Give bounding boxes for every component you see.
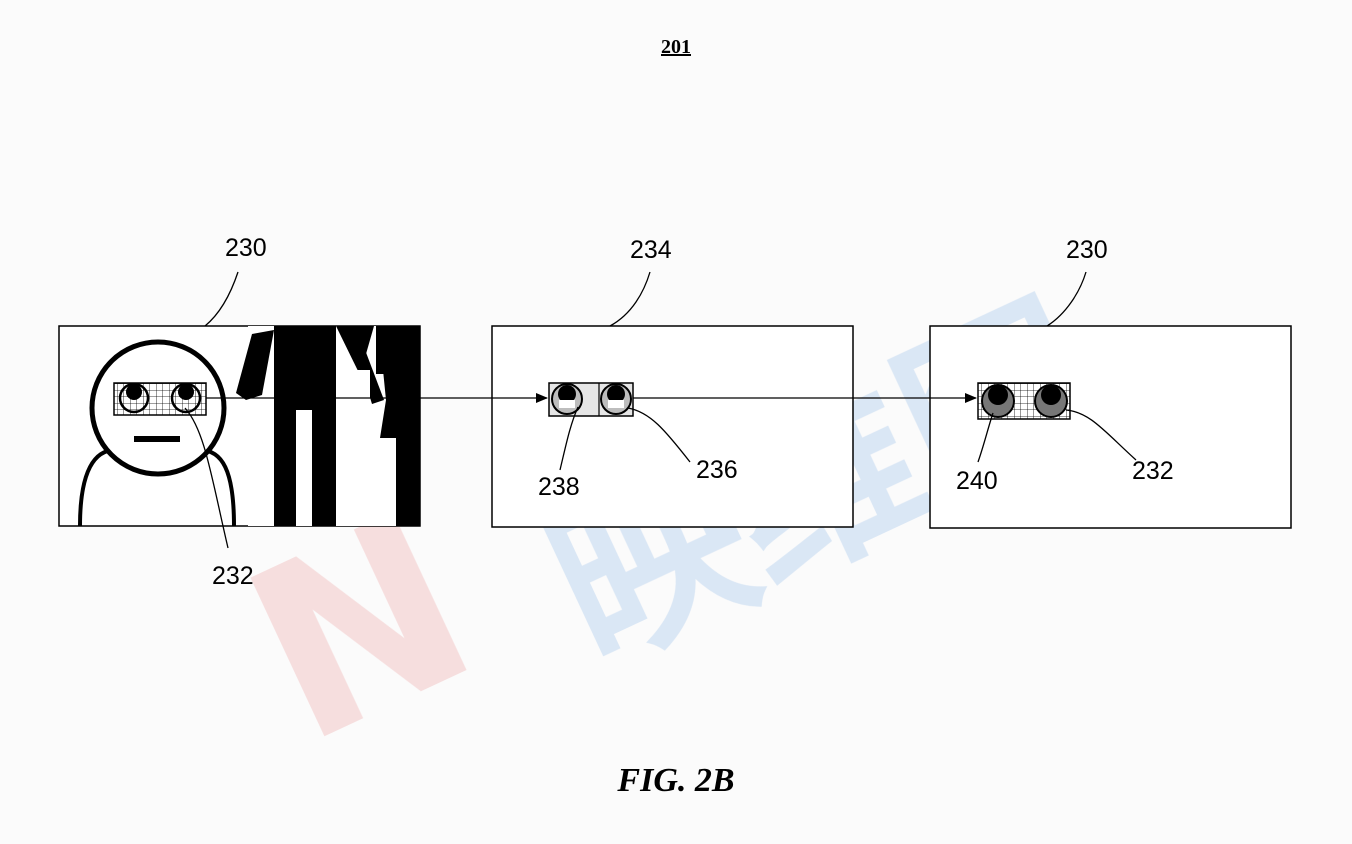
ref-eye-left-last: 240: [956, 467, 998, 495]
ref-panel-first: 230: [225, 234, 267, 262]
eye-region-first: [113, 382, 207, 416]
leader-eye-region-last: [1065, 409, 1137, 461]
figure-caption: FIG. 2B: [617, 762, 735, 799]
leader-eye-right-middle: [627, 407, 691, 463]
eye-region-middle: [548, 382, 634, 417]
panel-last-frame: [929, 325, 1292, 529]
leader-eye-left-last: [977, 412, 994, 463]
ref-panel-middle: 234: [630, 236, 672, 264]
panel-middle: [491, 325, 854, 528]
ref-eye-left-middle: 238: [538, 473, 580, 501]
figure-number: 201: [661, 36, 691, 58]
eye-region-last: [977, 382, 1071, 420]
panel-middle-frame: [491, 325, 854, 528]
panel-last: [929, 325, 1292, 529]
leader-eye-region-first: [184, 407, 229, 549]
leader-eye-left-middle: [559, 406, 579, 471]
background-figure: [236, 326, 420, 526]
panel-first: [58, 325, 421, 527]
leader-panel-middle: [609, 271, 651, 327]
ref-eye-right-middle: 236: [696, 456, 738, 484]
leader-panel-last: [1046, 271, 1087, 327]
ref-panel-last: 230: [1066, 236, 1108, 264]
ref-eye-region-last: 232: [1132, 457, 1174, 485]
ref-eye-region-first: 232: [212, 562, 254, 590]
person-mouth: [134, 436, 180, 442]
leader-panel-first: [204, 271, 239, 327]
